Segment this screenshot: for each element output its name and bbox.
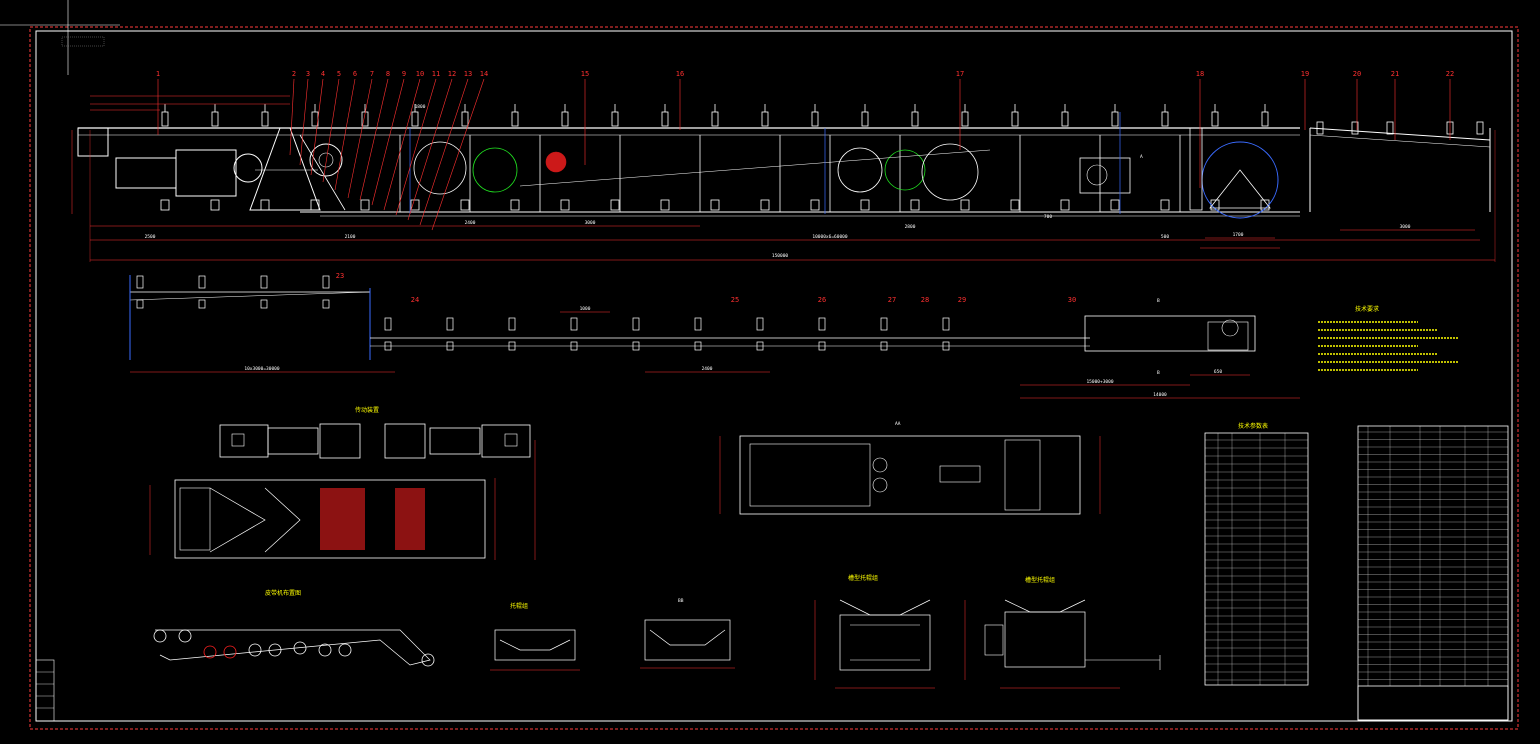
- params-title: 技术参数表: [1238, 422, 1268, 430]
- dim-d9: 2800: [905, 224, 916, 230]
- part-number-22: 22: [1446, 70, 1454, 78]
- part-number-7: 7: [370, 70, 374, 78]
- part-number-27: 27: [888, 296, 896, 304]
- dim-d2: 2100: [345, 234, 356, 240]
- dim-spacing: 1000: [580, 306, 591, 312]
- dim-right-a: 15000+3000: [1086, 379, 1113, 385]
- part-number-4: 4: [321, 70, 325, 78]
- parts-list-table: [1357, 425, 1509, 721]
- part-number-18: 18: [1196, 70, 1204, 78]
- technical-notes: 技术要求: [1318, 305, 1458, 371]
- dim-mid: 2400: [702, 366, 713, 372]
- section-mark-b2: B: [1157, 370, 1160, 376]
- dim-d1: 2500: [145, 234, 156, 240]
- dim-d4: 3000: [585, 220, 596, 226]
- technical-parameter-table: 技术参数表: [1204, 422, 1309, 686]
- drive-plan-title: 传动装置: [355, 406, 379, 414]
- dim-left-run: 10x3000=30000: [244, 366, 280, 372]
- part-number-10: 10: [416, 70, 424, 78]
- part-number-15: 15: [581, 70, 589, 78]
- section-aa-view: AA: [719, 421, 1101, 515]
- dim-d10: 500: [1161, 234, 1169, 240]
- idler-section-4: 槽型托辊组: [964, 576, 1161, 689]
- section-3-title: 槽型托辊组: [848, 574, 878, 582]
- idler-section-3: 槽型托辊组: [814, 574, 935, 689]
- part-number-30: 30: [1068, 296, 1076, 304]
- drive-plan-view: 传动装置: [149, 406, 536, 560]
- part-number-5: 5: [337, 70, 341, 78]
- dim-d5: 1700: [1233, 232, 1244, 238]
- part-number-2: 2: [292, 70, 296, 78]
- dim-d6: 3000: [1400, 224, 1411, 230]
- part-number-19: 19: [1301, 70, 1309, 78]
- dim-d3: 2400: [465, 220, 476, 226]
- dim-right-c: 650: [1214, 369, 1222, 375]
- part-number-24: 24: [411, 296, 419, 304]
- part-number-28: 28: [921, 296, 929, 304]
- idler-1-title: 托辊组: [510, 602, 528, 610]
- section-4-title: 槽型托辊组: [1025, 576, 1055, 584]
- part-number-20: 20: [1353, 70, 1361, 78]
- part-number-3: 3: [306, 70, 310, 78]
- drawing-frame: [0, 0, 1519, 730]
- section-aa-label: AA: [895, 421, 901, 427]
- conveyor-return-view: 10x3000=30000 1000 2400 15000+3000 14000…: [129, 272, 1300, 399]
- section-bb-label: BB: [678, 598, 684, 604]
- part-number-16: 16: [676, 70, 684, 78]
- part-number-25: 25: [731, 296, 739, 304]
- dim-middle-run: 10000x6=60000: [812, 234, 848, 240]
- part-number-6: 6: [353, 70, 357, 78]
- part-number-9: 9: [402, 70, 406, 78]
- section-mark-a: A: [1140, 154, 1143, 160]
- part-number-13: 13: [464, 70, 472, 78]
- idler-section-bb: BB: [640, 598, 735, 669]
- part-number-1: 1: [156, 70, 160, 78]
- idler-section-1: 托辊组: [490, 602, 580, 671]
- part-number-14: 14: [480, 70, 488, 78]
- notes-title: 技术要求: [1355, 305, 1379, 313]
- dim-d8: 1800: [415, 104, 426, 110]
- part-number-11: 11: [432, 70, 440, 78]
- part-number-23: 23: [336, 272, 344, 280]
- belt-layout-sketch: 皮带机布置图: [153, 589, 435, 667]
- part-number-26: 26: [818, 296, 826, 304]
- part-number-17: 17: [956, 70, 964, 78]
- part-number-8: 8: [386, 70, 390, 78]
- layout-title: 皮带机布置图: [265, 589, 301, 597]
- dim-d7: 700: [1044, 214, 1052, 220]
- section-mark-b1: B: [1157, 298, 1160, 304]
- dim-right-b: 14000: [1153, 392, 1167, 398]
- part-number-29: 29: [958, 296, 966, 304]
- part-number-21: 21: [1391, 70, 1399, 78]
- dim-total-length: 150000: [772, 253, 789, 259]
- part-number-12: 12: [448, 70, 456, 78]
